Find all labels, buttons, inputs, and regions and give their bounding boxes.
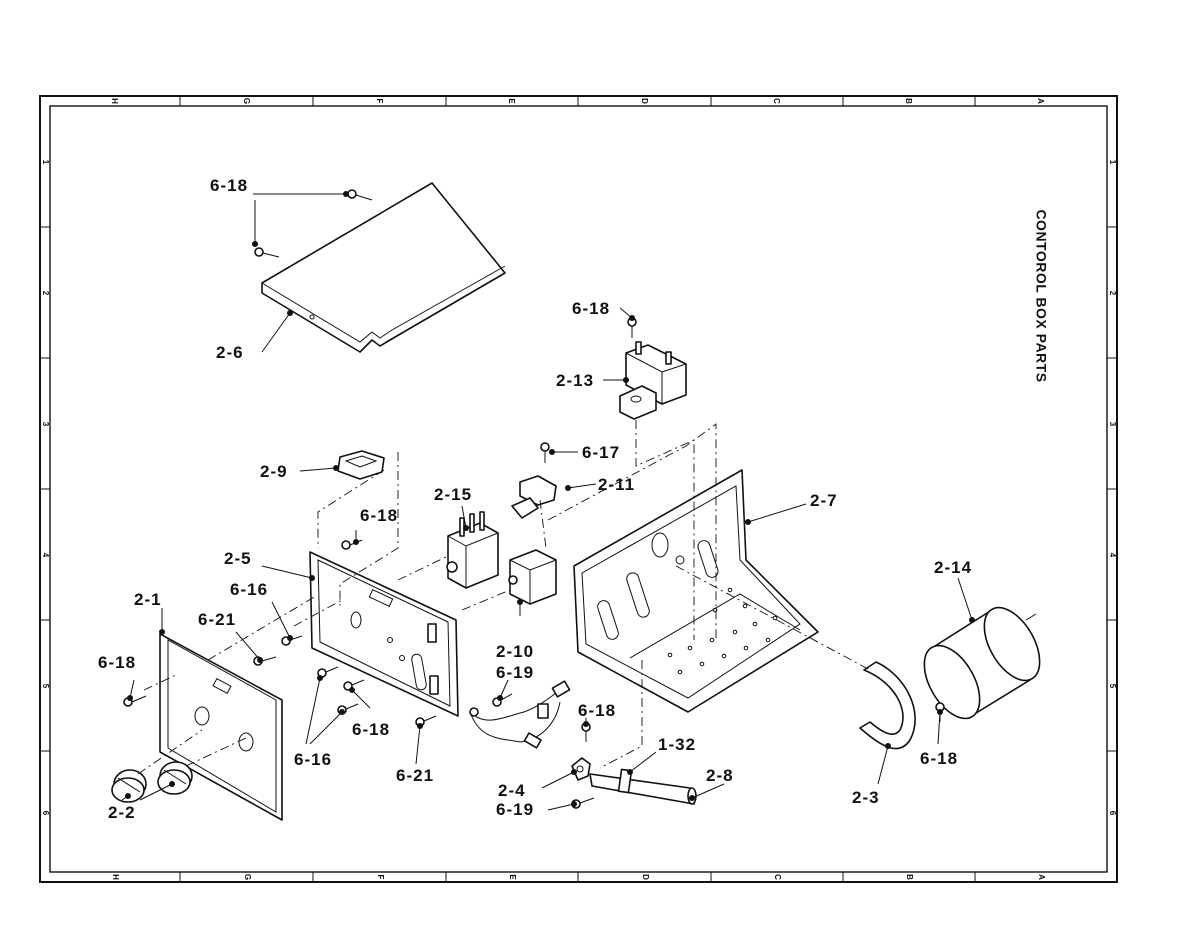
column-label-top-b: B [904,98,913,104]
row-label-right-3: 3 [1108,422,1117,427]
tube-part [589,768,697,805]
column-label-bottom-e: E [508,874,517,880]
thermostat-part [511,475,557,519]
row-label-right-4: 4 [1108,553,1117,558]
callout-2-14: 2-14 [934,558,972,577]
drawing-frame: H G F E D C B A H G F E D C B A 1 2 3 4 … [39,95,1118,883]
column-label-bottom-a: A [1037,874,1046,880]
mounting-bracket-part [309,551,459,717]
callout-6-18-top: 6-18 [210,176,248,195]
column-label-top-g: G [242,98,251,104]
row-label-left-6: 6 [41,811,50,816]
callout-2-3: 2-3 [852,788,880,807]
column-label-bottom-b: B [905,874,914,880]
row-label-left-4: 4 [41,553,50,558]
column-label-top-d: D [640,98,649,104]
callout-2-11: 2-11 [598,475,635,494]
cable-clip-part [571,757,591,781]
column-label-bottom-g: G [243,874,252,880]
screw-icon [347,189,373,201]
callout-2-13: 2-13 [556,371,594,390]
screw-icon [540,442,550,463]
column-label-bottom-f: F [376,875,385,880]
column-label-top-f: F [375,99,384,104]
callout-6-16-top: 6-16 [230,580,268,599]
column-label-bottom-h: H [111,874,120,880]
callout-1-32: 1-32 [658,735,696,754]
callout-2-6: 2-6 [216,343,244,362]
top-cover-part [261,182,506,353]
callout-6-18-capacitor: 6-18 [572,299,610,318]
row-label-right-2: 2 [1108,291,1117,296]
callout-6-18-low: 6-18 [352,720,390,739]
callout-2-10: 2-10 [496,642,534,661]
row-label-left-2: 2 [41,291,50,296]
motor-capacitor-part [923,606,1041,720]
row-label-left-1: 1 [41,160,50,165]
screw-icon [341,539,363,550]
timer-part [508,549,557,605]
column-label-top-c: C [772,98,781,104]
callout-2-9: 2-9 [260,462,288,481]
knob-icon [157,761,193,795]
assembly-guide-lines [137,420,871,775]
column-label-top-a: A [1036,98,1045,104]
leader-dots [125,191,975,807]
row-label-left-3: 3 [41,422,50,427]
capacitor-part [619,341,687,420]
callout-2-4: 2-4 [498,781,526,800]
callout-6-17: 6-17 [582,443,620,462]
callout-6-19-lower: 6-19 [496,800,534,819]
callout-2-2: 2-2 [108,803,136,822]
callout-2-5: 2-5 [224,549,252,568]
row-label-right-5: 5 [1108,684,1117,689]
callout-6-18-clip: 6-18 [578,701,616,720]
base-chassis-part [573,469,819,713]
callout-6-18-mid: 6-18 [360,506,398,525]
callout-6-18-capacitor-band: 6-18 [920,749,958,768]
screw-icon [254,247,280,258]
wire-harness-part [469,680,571,749]
callout-6-16-bottom: 6-16 [294,750,332,769]
knob-icon [111,769,147,803]
row-label-right-6: 6 [1108,811,1117,816]
front-panel-part [159,633,283,821]
row-label-right-1: 1 [1108,160,1117,165]
column-label-bottom-d: D [641,874,650,880]
leader-lines [121,193,973,811]
column-label-top-h: H [110,98,119,104]
switch-part [337,450,385,480]
callout-6-21-bottom: 6-21 [396,766,434,785]
callout-6-21-left: 6-21 [198,610,236,629]
diagram-title: CONTOROL BOX PARTS [1033,209,1049,382]
callout-6-18-left: 6-18 [98,653,136,672]
callout-2-7: 2-7 [810,491,838,510]
column-label-bottom-c: C [773,874,782,880]
relay-part [446,511,499,589]
callout-2-1: 2-1 [134,590,162,609]
clamp-band-part [859,661,916,750]
callout-2-8: 2-8 [706,766,734,785]
column-label-top-e: E [507,98,516,104]
callout-6-19-upper: 6-19 [496,663,534,682]
callout-labels: 6-18 2-6 6-18 2-13 6-17 2-9 2-11 2-15 2-… [98,176,972,822]
callout-2-15: 2-15 [434,485,472,504]
row-label-left-5: 5 [41,684,50,689]
screw-icon [492,693,513,707]
